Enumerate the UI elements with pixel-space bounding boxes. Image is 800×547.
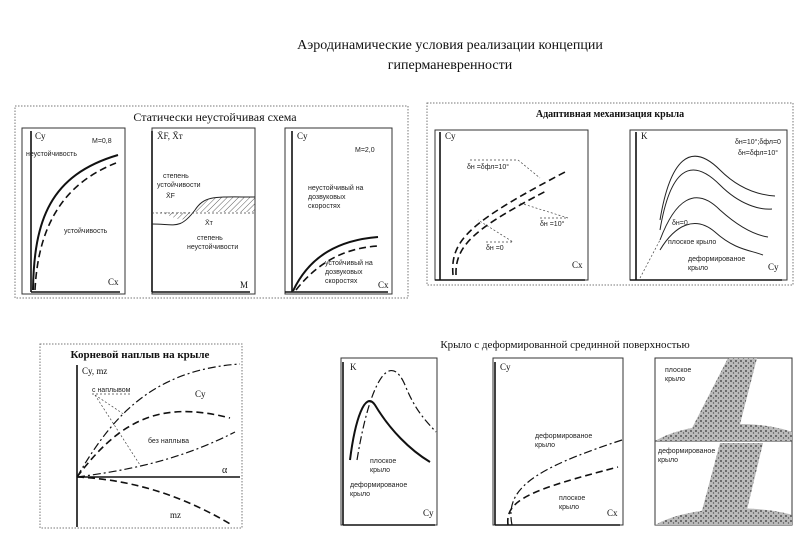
static-scheme-panel3-unstable3: скоростях bbox=[308, 203, 341, 210]
static-scheme-panel3-stable3: скоростях bbox=[325, 278, 358, 285]
root-strake-with: с наплывом bbox=[92, 387, 131, 394]
static-scheme-panel2-label-instability: степень bbox=[197, 235, 223, 242]
deformed-panel2-def1: деформированое bbox=[535, 433, 592, 440]
static-scheme-panel3-unstable1: неустойчивый на bbox=[308, 184, 364, 192]
deformed-panel1-flat2: крыло bbox=[370, 467, 390, 474]
deformed-panel2-flat2: крыло bbox=[559, 504, 579, 511]
chart-xf-xt-m: X̄F, X̄т M степень устойчивости X̄F X̄т … bbox=[151, 127, 256, 295]
chart-cy-cx-m20: Cy Cx M=2,0 неустойчивый на дозвуковых с… bbox=[284, 127, 393, 295]
static-scheme-section: Статически неустойчивая схема Cy Cx M=0,… bbox=[14, 105, 409, 299]
adaptive-panel2-l1: δн=10°;δфл=0 bbox=[735, 138, 781, 146]
adaptive-mechanization-section: Адаптивная механизация крыла Cy Cx δн =δ… bbox=[426, 102, 794, 286]
flat-wing-image bbox=[690, 358, 757, 432]
deformed-panel3-flat2: крыло bbox=[665, 376, 685, 383]
section-heading: Статически неустойчивая схема bbox=[133, 110, 297, 124]
static-scheme-panel2-label-stability: степень bbox=[163, 173, 189, 180]
static-scheme-panel2-x-axis: M bbox=[240, 280, 248, 290]
deformed-panel1-flat1: плоское bbox=[370, 458, 396, 465]
adaptive-panel2-x-axis: Cy bbox=[768, 262, 779, 272]
deformed-panel1-y-axis: K bbox=[350, 362, 357, 372]
adaptive-panel2-deformed2: крыло bbox=[688, 265, 708, 272]
adaptive-panel1-l3: δн =0 bbox=[486, 245, 504, 252]
static-scheme-panel2-label-instability2: неустойчивости bbox=[187, 243, 238, 251]
adaptive-panel2-deformed1: деформированое bbox=[688, 256, 745, 263]
static-scheme-panel3-unstable2: дозвуковых bbox=[308, 194, 346, 201]
static-scheme-panel2-xt: X̄т bbox=[205, 219, 214, 227]
adaptive-panel1-x-axis: Cx bbox=[572, 260, 583, 270]
deformed-panel1-def1: деформированое bbox=[350, 482, 407, 489]
adaptive-panel2-y-axis: K bbox=[641, 131, 648, 141]
deformed-panel3-flat1: плоское bbox=[665, 367, 691, 374]
root-strake-heading: Корневой наплыв на крыле bbox=[71, 349, 210, 361]
adaptive-panel2-flat: плоское крыло bbox=[668, 239, 716, 246]
static-scheme-panel1-label-unstable: неустойчивость bbox=[26, 150, 77, 158]
deformed-wing-section: Крыло с деформированной срединной поверх… bbox=[340, 339, 793, 526]
static-scheme-panel1-x-axis: Cx bbox=[108, 277, 119, 287]
deformed-panel1-def2: крыло bbox=[350, 491, 370, 498]
adaptive-panel1-l2: δн =10° bbox=[540, 220, 565, 228]
static-scheme-panel3-mach: M=2,0 bbox=[355, 147, 375, 154]
page-title-line1: Аэродинамические условия реализации конц… bbox=[297, 38, 603, 53]
deformed-panel2-y-axis: Cy bbox=[500, 362, 511, 372]
static-scheme-panel1-label-stable: устойчивость bbox=[64, 227, 108, 235]
adaptive-heading: Адаптивная механизация крыла bbox=[536, 109, 684, 120]
static-scheme-panel2-label-stability2: устойчивости bbox=[157, 181, 201, 189]
static-scheme-panel3-x-axis: Cx bbox=[378, 280, 389, 290]
deformed-panel3-def2: крыло bbox=[658, 457, 678, 464]
adaptive-panel1-y-axis: Cy bbox=[445, 131, 456, 141]
root-strake-section: Корневой наплыв на крыле Cy, mz α с напл… bbox=[39, 343, 243, 529]
static-scheme-panel1-mach: M=0,8 bbox=[92, 138, 112, 145]
root-strake-without: без наплыва bbox=[148, 437, 189, 445]
static-scheme-panel2-xf: X̄F bbox=[166, 192, 175, 200]
chart-k-cy-deformed: K Cy плоское крыло деформированое крыло bbox=[340, 357, 438, 526]
deformed-panel2-flat1: плоское bbox=[559, 495, 585, 502]
static-scheme-panel2-y-axis: X̄F, X̄т bbox=[157, 131, 183, 141]
deformed-wing-image bbox=[700, 443, 763, 518]
static-scheme-panel3-stable1: устойчивый на bbox=[325, 259, 373, 267]
static-scheme-panel1-y-axis: Cy bbox=[35, 131, 46, 141]
static-scheme-panel3-stable2: дозвуковых bbox=[325, 269, 363, 276]
deformed-panel1-x-axis: Cy bbox=[423, 508, 434, 518]
root-strake-y-axis: Cy, mz bbox=[82, 366, 107, 376]
deformed-panel2-def2: крыло bbox=[535, 442, 555, 449]
root-strake-x-axis: α bbox=[222, 465, 228, 476]
chart-k-cy-flaps: K Cy δн=10°;δфл=0 δн=δфл=10° δн=0 плоско… bbox=[629, 129, 788, 281]
wing-surface-illustrations: плоское крыло деформированое крыло bbox=[654, 357, 793, 526]
adaptive-panel1-l1: δн =δфл=10° bbox=[467, 163, 509, 171]
static-scheme-panel3-y-axis: Cy bbox=[297, 131, 308, 141]
deformed-panel3-def1: деформированое bbox=[658, 448, 715, 455]
deformed-panel2-x-axis: Cx bbox=[607, 508, 618, 518]
page-title-line2: гиперманевренности bbox=[388, 58, 513, 73]
adaptive-panel2-l3: δн=0 bbox=[672, 220, 688, 227]
chart-cy-cx-m08: Cy Cx M=0,8 неустойчивость устойчивость bbox=[21, 127, 126, 295]
root-strake-mz: mz bbox=[170, 510, 181, 520]
deformed-heading: Крыло с деформированной срединной поверх… bbox=[440, 339, 689, 351]
chart-cy-cx-deformed: Cy Cx деформированое крыло плоское крыло bbox=[492, 357, 624, 526]
adaptive-panel2-l2: δн=δфл=10° bbox=[738, 149, 778, 157]
root-strake-cy: Cy bbox=[195, 389, 206, 399]
chart-cy-cx-flaps: Cy Cx δн =δфл=10° δн =10° δн =0 bbox=[434, 129, 589, 281]
